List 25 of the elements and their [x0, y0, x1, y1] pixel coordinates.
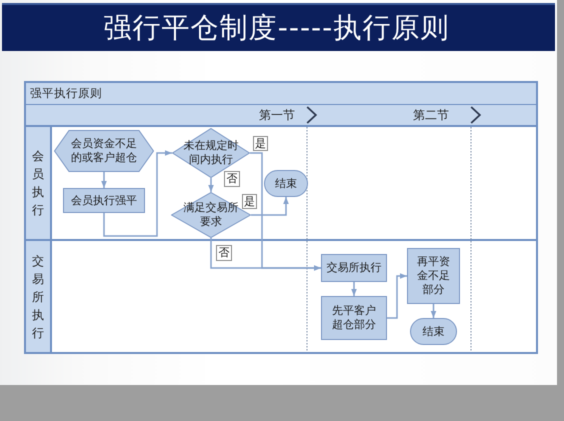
pool-header: 强平执行原则	[26, 83, 536, 105]
swimlane	[26, 127, 536, 241]
process-box: 会员执行强平	[63, 188, 145, 213]
arrow	[430, 304, 436, 318]
edge-label: 是	[253, 136, 268, 151]
phase-label: 第二节	[412, 108, 450, 123]
process-box: 交易所执行	[321, 254, 387, 282]
lane-label: 交易所执行	[26, 241, 52, 352]
process-box: 再平资金不足部分	[407, 248, 460, 304]
lane-label: 会员执行	[26, 127, 52, 239]
slide-title: 强行平仓制度-----执行原则	[104, 10, 450, 46]
process-box: 先平客户超仓部分	[321, 296, 387, 340]
arrow	[208, 178, 214, 192]
phase-label: 第一节	[258, 108, 296, 123]
arrow	[351, 282, 357, 296]
arrow	[101, 172, 107, 188]
arrow	[210, 238, 321, 271]
edge-label: 否	[216, 245, 232, 261]
arrow	[387, 273, 407, 319]
edge-label: 是	[242, 194, 257, 209]
arrow	[103, 150, 172, 237]
edge-label: 否	[224, 171, 240, 187]
arrow	[251, 197, 289, 216]
preparation-hexagon: 会员资金不足的或客户超仓	[54, 130, 154, 172]
swimlane-pool	[24, 81, 538, 354]
